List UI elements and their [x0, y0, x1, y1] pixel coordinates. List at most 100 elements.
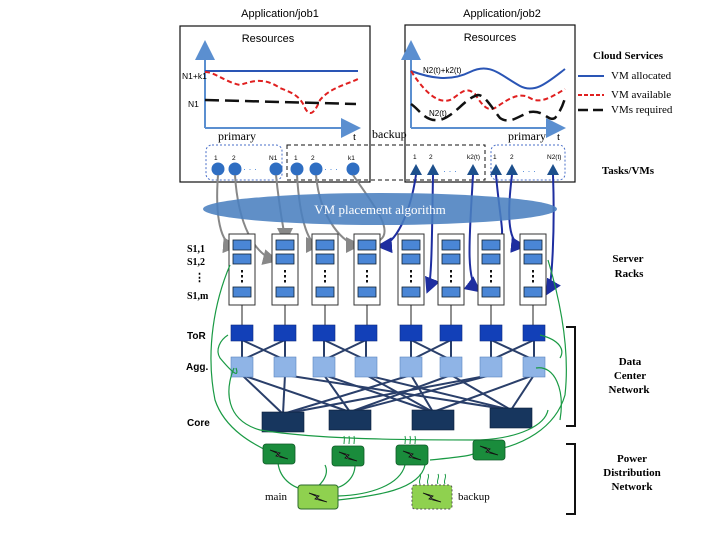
agg-core-link: [410, 374, 434, 413]
lightning-icon: [479, 445, 499, 456]
server-slot[interactable]: [401, 286, 421, 298]
agg-switch[interactable]: [399, 356, 423, 378]
agg-switch[interactable]: [522, 356, 546, 378]
vm-task[interactable]: [211, 162, 225, 176]
server-slot[interactable]: [232, 286, 252, 298]
agg-switch[interactable]: [479, 356, 503, 378]
server-rack[interactable]: [437, 233, 465, 326]
tor-switch[interactable]: [230, 324, 254, 342]
vm-placement-algorithm[interactable]: VM placement algorithm: [203, 193, 557, 225]
vm-task[interactable]: [467, 164, 479, 175]
agg-switch[interactable]: [439, 356, 463, 378]
server-rack[interactable]: [477, 233, 505, 326]
core-switch[interactable]: [328, 409, 372, 431]
tor-switch[interactable]: [312, 324, 336, 342]
core-switch[interactable]: [411, 409, 455, 431]
tor-switch[interactable]: [522, 324, 546, 342]
job2-curve-label-top: N2(t)+k2(t): [423, 66, 462, 75]
server-slot[interactable]: [232, 253, 252, 265]
server-slot[interactable]: [232, 239, 252, 251]
tor-switch[interactable]: [354, 324, 378, 342]
pdn-label: Distribution: [603, 467, 660, 479]
tor-agg-link: [410, 339, 452, 361]
ellipsis: · · ·: [522, 166, 536, 176]
server-slot[interactable]: [357, 239, 377, 251]
power-cable: [426, 473, 430, 485]
vm-task[interactable]: [427, 164, 439, 175]
job2-primary-label: primary: [508, 129, 546, 143]
power-unit[interactable]: [262, 443, 296, 465]
agg-switch[interactable]: [230, 356, 254, 378]
vm-task[interactable]: [506, 164, 518, 175]
core-switch[interactable]: [489, 407, 533, 429]
server-slot[interactable]: [315, 286, 335, 298]
vm-task[interactable]: [269, 162, 283, 176]
server-slot[interactable]: [441, 239, 461, 251]
vm-task[interactable]: [228, 162, 242, 176]
ellipsis-dot: [324, 280, 326, 283]
agg-switch[interactable]: [273, 356, 297, 378]
job2-task-label: 2: [429, 154, 433, 161]
rack-label: S1,2: [187, 257, 205, 268]
ellipsis-dot: [410, 275, 412, 278]
main-power-supply[interactable]: [297, 484, 339, 510]
placement-ellipse[interactable]: [203, 193, 557, 225]
vm-task[interactable]: [309, 162, 323, 176]
server-slot[interactable]: [275, 239, 295, 251]
tor-switch[interactable]: [399, 324, 423, 342]
agg-switch[interactable]: [354, 356, 378, 378]
server-rack[interactable]: [397, 233, 425, 326]
vm-task[interactable]: [290, 162, 304, 176]
rack-labels: S1,1 S1,2 ⋮ S1,m: [187, 244, 209, 302]
right-labels: Tasks/VMs Server Racks Data Center Netwo…: [602, 165, 661, 493]
tor-switch[interactable]: [439, 324, 463, 342]
tor-switch[interactable]: [479, 324, 503, 342]
job2-panel-title: Resources: [464, 32, 517, 44]
vm-task[interactable]: [547, 164, 559, 175]
ellipsis-dot: [366, 275, 368, 278]
server-slot[interactable]: [275, 253, 295, 265]
server-slot[interactable]: [401, 239, 421, 251]
rack-label: S1,m: [187, 291, 209, 302]
server-slot[interactable]: [523, 239, 543, 251]
server-slot[interactable]: [315, 239, 335, 251]
server-rack[interactable]: [353, 233, 381, 326]
server-slot[interactable]: [315, 253, 335, 265]
power-cable: [443, 473, 447, 485]
job2-panel: Application/job2 Resources N2(t)+k2(t) N…: [401, 8, 576, 183]
server-rack[interactable]: [228, 233, 256, 326]
server-slot[interactable]: [481, 253, 501, 265]
agg-core-link: [432, 374, 535, 413]
server-slot[interactable]: [523, 286, 543, 298]
server-slot[interactable]: [481, 239, 501, 251]
tor-switch[interactable]: [273, 324, 297, 342]
server-slot[interactable]: [441, 253, 461, 265]
server-slot[interactable]: [275, 286, 295, 298]
job2-primary-task-label: 1: [493, 154, 497, 161]
server-slot[interactable]: [441, 286, 461, 298]
core-switch[interactable]: [261, 411, 305, 433]
backup-power-supply[interactable]: [411, 473, 453, 510]
server-rack[interactable]: [271, 233, 299, 326]
ellipsis-dot: [450, 270, 452, 273]
ellipsis-dot: [532, 280, 534, 283]
server-slot[interactable]: [481, 286, 501, 298]
vm-task[interactable]: [410, 164, 422, 175]
agg-core-link: [510, 374, 535, 411]
server-rack[interactable]: [519, 233, 547, 326]
agg-label: Agg.: [186, 362, 208, 373]
server-slot[interactable]: [523, 253, 543, 265]
vm-task[interactable]: [490, 164, 502, 175]
agg-switch[interactable]: [312, 356, 336, 378]
server-slot[interactable]: [401, 253, 421, 265]
server-rack[interactable]: [311, 233, 339, 326]
power-unit[interactable]: [395, 444, 429, 466]
power-unit[interactable]: [331, 445, 365, 467]
ellipsis-dot: [324, 275, 326, 278]
vm-task[interactable]: [346, 162, 360, 176]
server-slot[interactable]: [357, 253, 377, 265]
power-unit[interactable]: [472, 439, 506, 461]
switches: [230, 324, 546, 433]
server-slot[interactable]: [357, 286, 377, 298]
tor-agg-link: [323, 339, 367, 361]
